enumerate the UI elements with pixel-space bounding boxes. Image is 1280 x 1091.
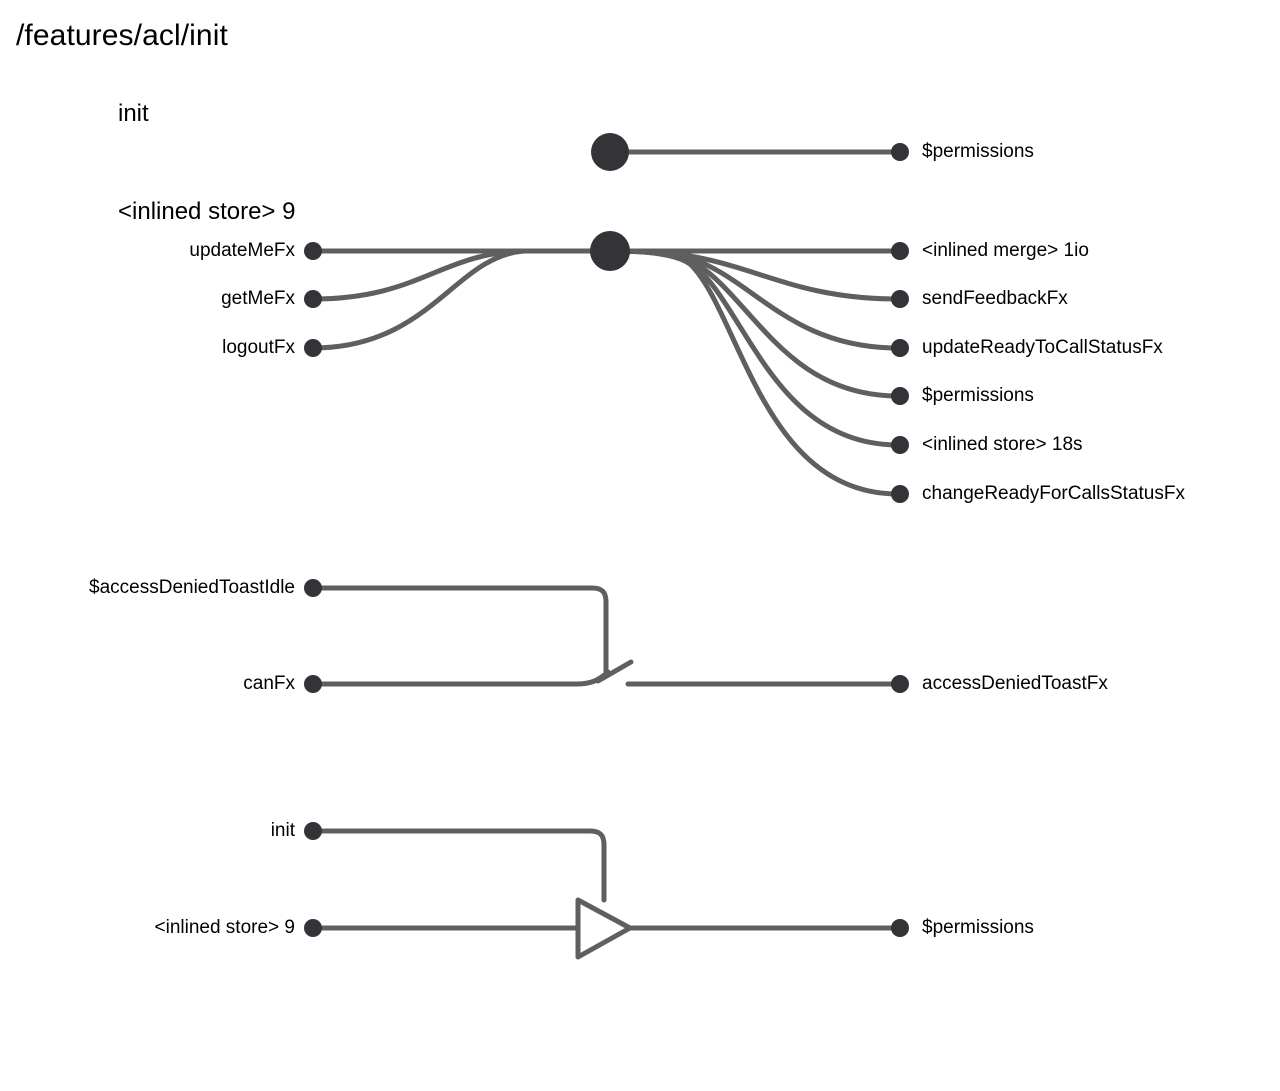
edge-hub-to-sendFeedbackFx bbox=[609, 248, 901, 302]
label-inlined-store-18s: <inlined store> 18s bbox=[922, 434, 1083, 455]
edge-canFx-to-junction bbox=[310, 669, 611, 687]
label-inlined-merge-1io: <inlined merge> 1io bbox=[922, 240, 1089, 261]
sample-triangle-icon bbox=[575, 897, 633, 960]
node-updateMeFx[interactable] bbox=[304, 242, 322, 260]
node-permissions-mid[interactable] bbox=[891, 387, 909, 405]
section-label-inlined-store-9: <inlined store> 9 bbox=[118, 198, 296, 225]
label-accessDeniedToastFx: accessDeniedToastFx bbox=[922, 673, 1108, 694]
label-updateMeFx: updateMeFx bbox=[189, 240, 295, 261]
edge-init-down-to-triangle bbox=[310, 828, 607, 903]
hub-node-init[interactable] bbox=[591, 133, 629, 171]
node-sendFeedbackFx[interactable] bbox=[891, 290, 909, 308]
label-logoutFx: logoutFx bbox=[222, 337, 295, 358]
label-sendFeedbackFx: sendFeedbackFx bbox=[922, 288, 1068, 309]
node-init-bottom[interactable] bbox=[304, 822, 322, 840]
node-accessDeniedToastFx[interactable] bbox=[891, 675, 909, 693]
page-title: /features/acl/init bbox=[16, 19, 228, 52]
label-permissions-top: $permissions bbox=[922, 141, 1034, 162]
node-accessDeniedToastIdle[interactable] bbox=[304, 579, 322, 597]
edge-logoutFx-to-hub bbox=[310, 248, 611, 351]
node-inlined-merge-1io[interactable] bbox=[891, 242, 909, 260]
node-logoutFx[interactable] bbox=[304, 339, 322, 357]
node-permissions-bottom[interactable] bbox=[891, 919, 909, 937]
hub-node-inlined-store-9[interactable] bbox=[590, 231, 630, 271]
label-updateReadyToCallStatusFx: updateReadyToCallStatusFx bbox=[922, 337, 1163, 358]
label-changeReadyForCallsStatusFx: changeReadyForCallsStatusFx bbox=[922, 483, 1185, 504]
node-permissions-top[interactable] bbox=[891, 143, 909, 161]
label-accessDeniedToastIdle: $accessDeniedToastIdle bbox=[89, 577, 295, 598]
edge-accessDeniedToastIdle-down bbox=[310, 585, 609, 675]
label-canFx: canFx bbox=[243, 673, 295, 694]
edge-hub-to-inlined-store-18s bbox=[609, 248, 901, 448]
node-updateReadyToCallStatusFx[interactable] bbox=[891, 339, 909, 357]
edge-getMeFx-to-hub bbox=[310, 248, 611, 302]
node-inlined-store-9-bottom[interactable] bbox=[304, 919, 322, 937]
edge-hub-to-changeReadyForCallsStatusFx bbox=[609, 248, 901, 497]
label-permissions-mid: $permissions bbox=[922, 385, 1034, 406]
section-label-init: init bbox=[118, 100, 149, 127]
node-getMeFx[interactable] bbox=[304, 290, 322, 308]
node-canFx[interactable] bbox=[304, 675, 322, 693]
label-init-bottom: init bbox=[270, 820, 295, 841]
guard-slash-marker bbox=[595, 659, 634, 684]
node-inlined-store-18s[interactable] bbox=[891, 436, 909, 454]
edge-hub-to-updateReadyToCallStatusFx bbox=[609, 248, 901, 351]
label-getMeFx: getMeFx bbox=[221, 288, 295, 309]
node-changeReadyForCallsStatusFx[interactable] bbox=[891, 485, 909, 503]
label-inlined-store-9-bottom: <inlined store> 9 bbox=[154, 917, 296, 938]
label-permissions-bottom: $permissions bbox=[922, 917, 1034, 938]
